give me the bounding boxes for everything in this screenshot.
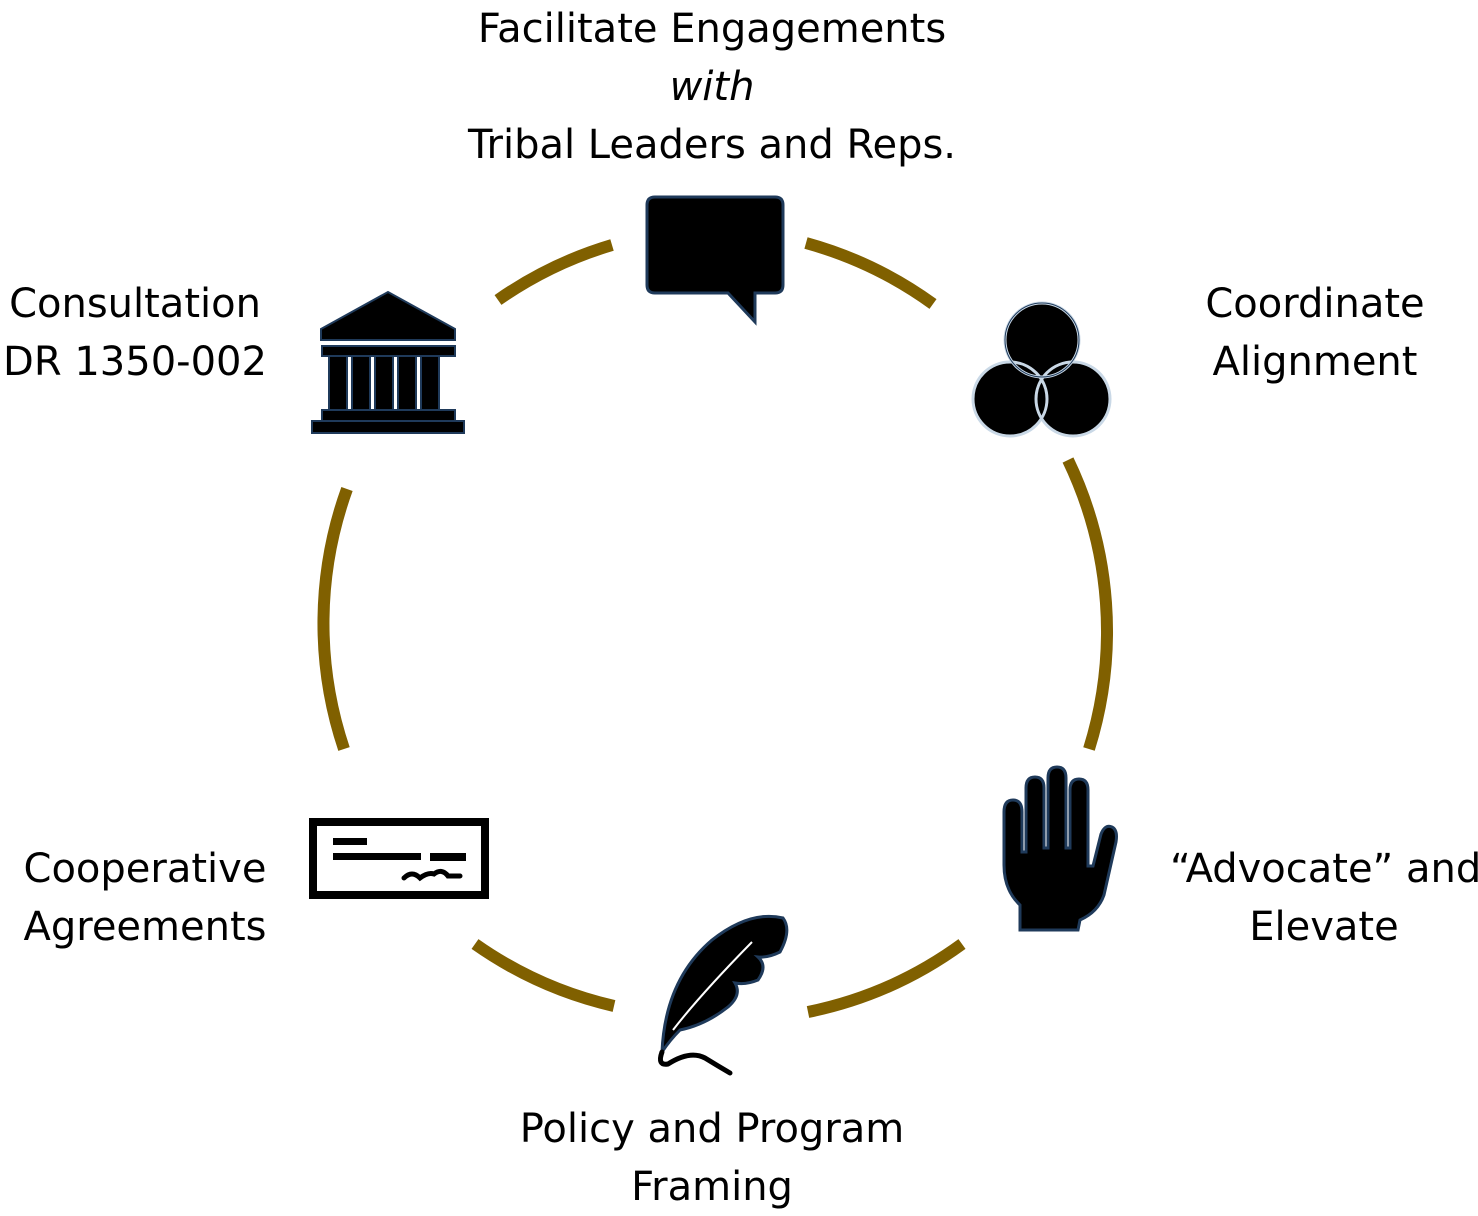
- ring-arc-bottom-right: [806, 939, 966, 1018]
- node-label-consultation: Consultation DR 1350-002: [0, 275, 270, 391]
- node-label-policy-program-framing: Policy and Program Framing: [490, 1100, 934, 1216]
- ring-arc-right: [1062, 457, 1113, 751]
- government-building-icon: [311, 290, 465, 434]
- quill-icon: [658, 914, 789, 1076]
- ring-arc-top-right: [804, 237, 937, 309]
- label-line: Cooperative: [23, 846, 267, 892]
- node-label-cooperative-agreements: Cooperative Agreements: [0, 840, 290, 956]
- label-line: “Advocate” and: [1170, 846, 1478, 892]
- label-line: Facilitate Engagements: [477, 6, 947, 52]
- node-label-facilitate-engagements: Facilitate Engagements with Tribal Leade…: [439, 0, 985, 174]
- label-line: with: [669, 64, 755, 110]
- cycle-ring: [317, 237, 1113, 1018]
- label-line: Agreements: [23, 904, 267, 950]
- label-line: DR 1350-002: [3, 339, 267, 385]
- label-line: Coordinate: [1205, 281, 1425, 327]
- raised-hand-icon: [1002, 765, 1118, 932]
- ring-arc-bottom-left: [471, 939, 616, 1012]
- label-line: Framing: [631, 1164, 793, 1210]
- label-line: Tribal Leaders and Reps.: [467, 122, 957, 168]
- label-line: Consultation: [9, 281, 261, 327]
- label-line: Alignment: [1212, 339, 1418, 385]
- venn-diagram-icon: [971, 301, 1112, 438]
- label-line: Policy and Program: [519, 1106, 905, 1152]
- ring-arc-left: [317, 486, 353, 751]
- node-label-advocate-elevate: “Advocate” and Elevate: [1170, 840, 1478, 956]
- node-label-coordinate-alignment: Coordinate Alignment: [1185, 275, 1445, 391]
- label-line: Elevate: [1249, 904, 1399, 950]
- speech-bubble-icon: [645, 195, 785, 326]
- check-document-icon: [309, 818, 489, 899]
- ring-arc-top-left: [494, 239, 614, 305]
